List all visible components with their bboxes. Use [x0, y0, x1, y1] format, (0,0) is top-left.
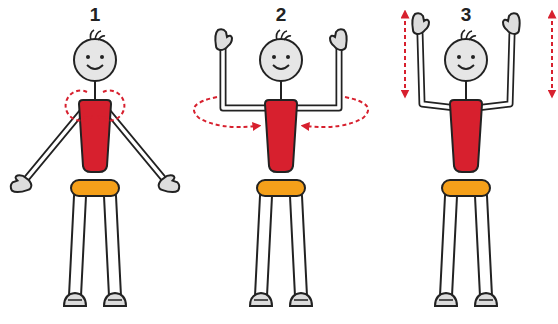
vertical-arrow — [405, 14, 552, 94]
figure-number: 2 — [266, 4, 296, 26]
rotation-arrow — [66, 91, 125, 121]
figure-body — [435, 30, 497, 306]
figure-body — [64, 30, 126, 306]
stick-figure — [194, 29, 368, 306]
stick-figure — [405, 13, 552, 306]
figure-body — [250, 30, 312, 306]
stick-figure — [9, 30, 181, 306]
inward-arrow — [194, 97, 368, 127]
figure-number: 3 — [451, 4, 481, 26]
figure-number: 1 — [80, 4, 110, 26]
